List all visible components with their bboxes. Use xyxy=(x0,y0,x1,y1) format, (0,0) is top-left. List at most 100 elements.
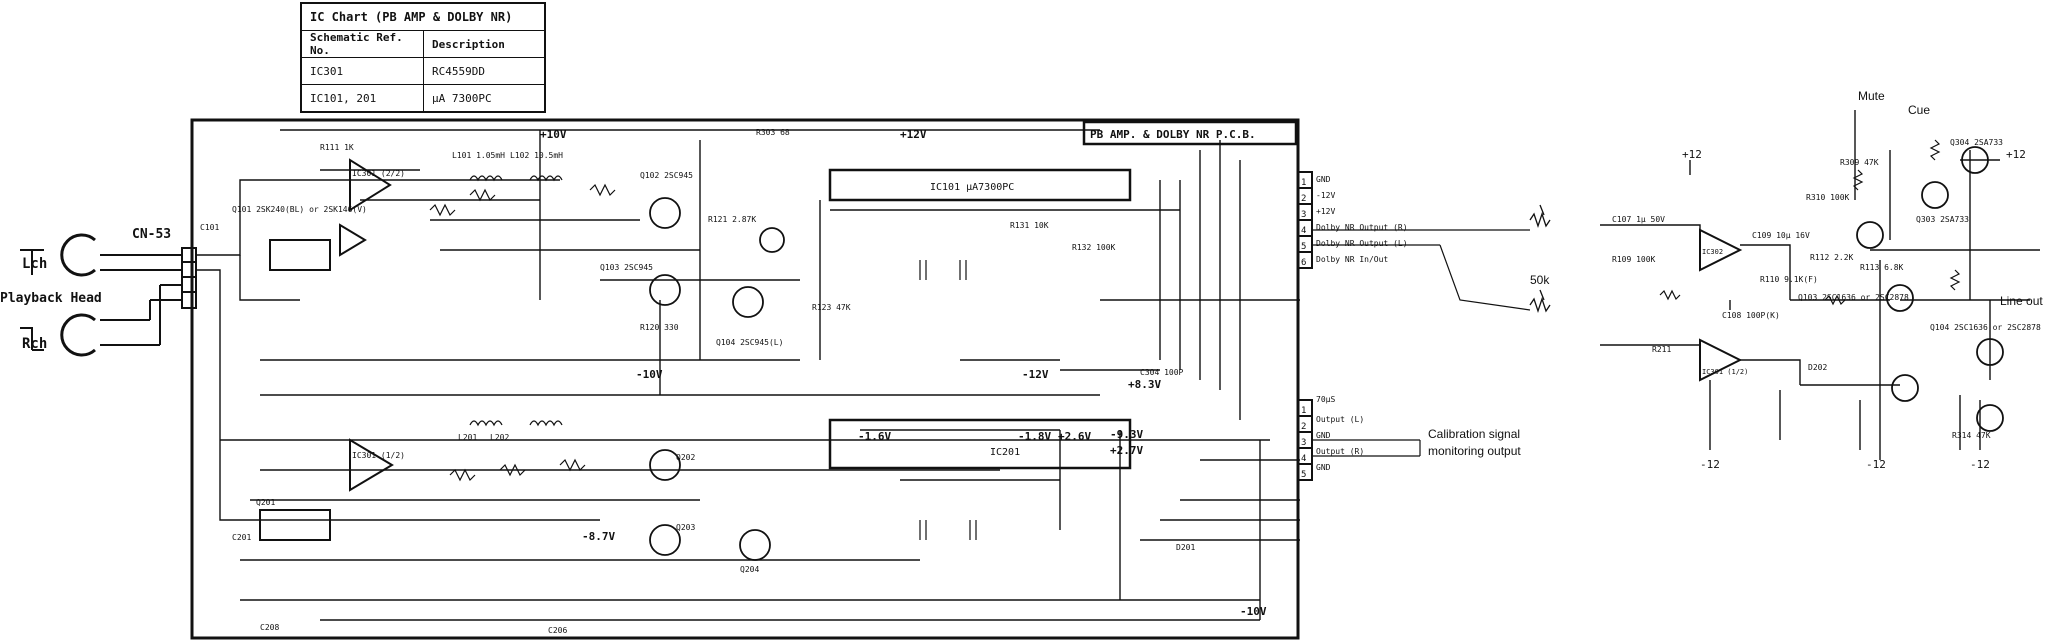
rail-label: +12V xyxy=(900,128,927,141)
part-label: L101 1.05mH xyxy=(452,151,505,160)
rail-label: +10V xyxy=(540,128,567,141)
part-label: C108 100P(K) xyxy=(1722,311,1780,320)
part-label: R310 100K xyxy=(1806,193,1850,202)
part-label: Q204 xyxy=(740,565,759,574)
connector-label: -12V xyxy=(1316,191,1335,200)
ic-chart-table: IC Chart (PB AMP & DOLBY NR) Schematic R… xyxy=(300,2,546,113)
rail-label: -1.6V xyxy=(858,430,891,443)
ic-ref-cell: IC301 xyxy=(310,64,344,78)
pin-number: 2 xyxy=(1301,194,1306,204)
part-label: L202 xyxy=(490,433,509,442)
pin-number: 3 xyxy=(1301,210,1306,220)
pin-number: 2 xyxy=(1301,422,1306,432)
supply-label: +12 xyxy=(1682,148,1702,161)
ic101-block xyxy=(828,168,1132,202)
potentiometer-r xyxy=(1529,204,1551,229)
pin-number: 6 xyxy=(1301,258,1306,268)
ic301-2-2-opamp xyxy=(349,158,392,212)
part-label: C101 xyxy=(200,223,219,232)
part-label: R309 47K xyxy=(1840,158,1879,167)
rail-label: -8.7V xyxy=(582,530,615,543)
part-label: R109 100K xyxy=(1612,255,1656,264)
part-label: Q104 2SC1636 or 2SC2878 xyxy=(1930,323,2041,332)
supply-label: -12 xyxy=(1866,458,1886,471)
connector-label: Dolby NR Output (R) xyxy=(1316,223,1408,232)
part-label: D202 xyxy=(1808,363,1827,372)
rail-label: +8.3V xyxy=(1128,378,1161,391)
connector-label: GND xyxy=(1316,463,1331,472)
ic-chart-header: Description xyxy=(423,31,544,57)
part-label: Q103 2SC945 xyxy=(600,263,653,272)
rail-label: +2.7V xyxy=(1110,444,1143,457)
connector-label: Output (L) xyxy=(1316,415,1364,424)
ic-label: IC101 µA7300PC xyxy=(930,182,1014,193)
ic-label: IC301 (2/2) xyxy=(352,169,405,178)
part-label: R120 330 xyxy=(640,323,679,332)
part-label: Q101 2SK240(BL) or 2SK146(V) xyxy=(232,205,367,214)
rail-label: -9.3V xyxy=(1110,428,1143,441)
lch-label: Lch xyxy=(22,256,47,272)
connector-label: +12V xyxy=(1316,207,1335,216)
mute-label: Mute xyxy=(1858,89,1885,103)
part-label: Q203 xyxy=(676,523,695,532)
part-label: C109 10µ 16V xyxy=(1752,231,1810,240)
table-row: IC301 RC4559DD xyxy=(302,57,544,84)
rail-label: -1.8V xyxy=(1018,430,1051,443)
part-label: C107 1µ 50V xyxy=(1612,215,1665,224)
part-label: Q202 xyxy=(676,453,695,462)
ic301-1-2-opamp xyxy=(349,438,394,492)
connector-label: Dolby NR Output (L) xyxy=(1316,239,1408,248)
calibration-label: monitoring output xyxy=(1428,444,1521,458)
part-label: IC301 (1/2) xyxy=(1702,368,1748,376)
rch-label: Rch xyxy=(22,336,47,352)
ic302-opamp xyxy=(1699,228,1743,272)
pin-number: 1 xyxy=(1301,406,1306,416)
connector-label: GND xyxy=(1316,431,1331,440)
part-label: L201 xyxy=(458,433,477,442)
rail-label: +2.6V xyxy=(1058,430,1091,443)
part-label: R131 10K xyxy=(1010,221,1049,230)
supply-label: +12 xyxy=(2006,148,2026,161)
part-label: R113 6.8K xyxy=(1860,263,1904,272)
part-label: R123 47K xyxy=(812,303,851,312)
playback-head-symbols xyxy=(20,233,96,357)
ic-label: IC201 xyxy=(990,447,1020,458)
connector-label: Output (R) xyxy=(1316,447,1364,456)
part-label: R211 xyxy=(1652,345,1671,354)
pin-number: 1 xyxy=(1301,178,1306,188)
part-label: IC302 xyxy=(1702,248,1723,256)
part-label: R314 47K xyxy=(1952,431,1991,440)
pot-value-label: 50k xyxy=(1530,273,1550,287)
part-label: Q304 2SA733 xyxy=(1950,138,2003,147)
part-label: Q104 2SC945(L) xyxy=(716,338,783,347)
connector-label: Dolby NR In/Out xyxy=(1316,255,1388,264)
part-label: C201 xyxy=(232,533,251,542)
pin-number: 3 xyxy=(1301,438,1306,448)
connector-label: GND xyxy=(1316,175,1331,184)
part-label: L102 10.5mH xyxy=(510,151,563,160)
part-label: C304 100P xyxy=(1140,368,1184,377)
ic-label: IC301 (1/2) xyxy=(352,451,405,460)
rail-label: -12V xyxy=(1022,368,1049,381)
part-label: R112 2.2K xyxy=(1810,253,1854,262)
pin-number: 5 xyxy=(1301,470,1306,480)
part-label: C208 xyxy=(260,623,279,632)
calibration-label: Calibration signal xyxy=(1428,427,1520,441)
ic-chart-title: IC Chart (PB AMP & DOLBY NR) xyxy=(310,10,513,24)
cn53-label: CN-53 xyxy=(132,227,171,242)
ic-desc-cell: RC4559DD xyxy=(423,58,544,84)
part-label: R132 100K xyxy=(1072,243,1116,252)
pcb-border xyxy=(190,118,1300,640)
part-label: C206 xyxy=(548,626,567,635)
rail-label: -10V xyxy=(1240,605,1267,618)
ic-desc-cell: µA 7300PC xyxy=(423,85,544,111)
ic301-1-2-right-opamp xyxy=(1699,338,1743,382)
table-row: IC101, 201 µA 7300PC xyxy=(302,84,544,111)
part-label: R111 1K xyxy=(320,143,354,152)
pin-number: 4 xyxy=(1301,226,1306,236)
playback-head-label: Playback Head xyxy=(0,291,102,306)
part-label: R121 2.87K xyxy=(708,215,756,224)
ic-chart-header-row: Schematic Ref. No. Description xyxy=(302,30,544,57)
part-label: Q201 xyxy=(256,498,275,507)
